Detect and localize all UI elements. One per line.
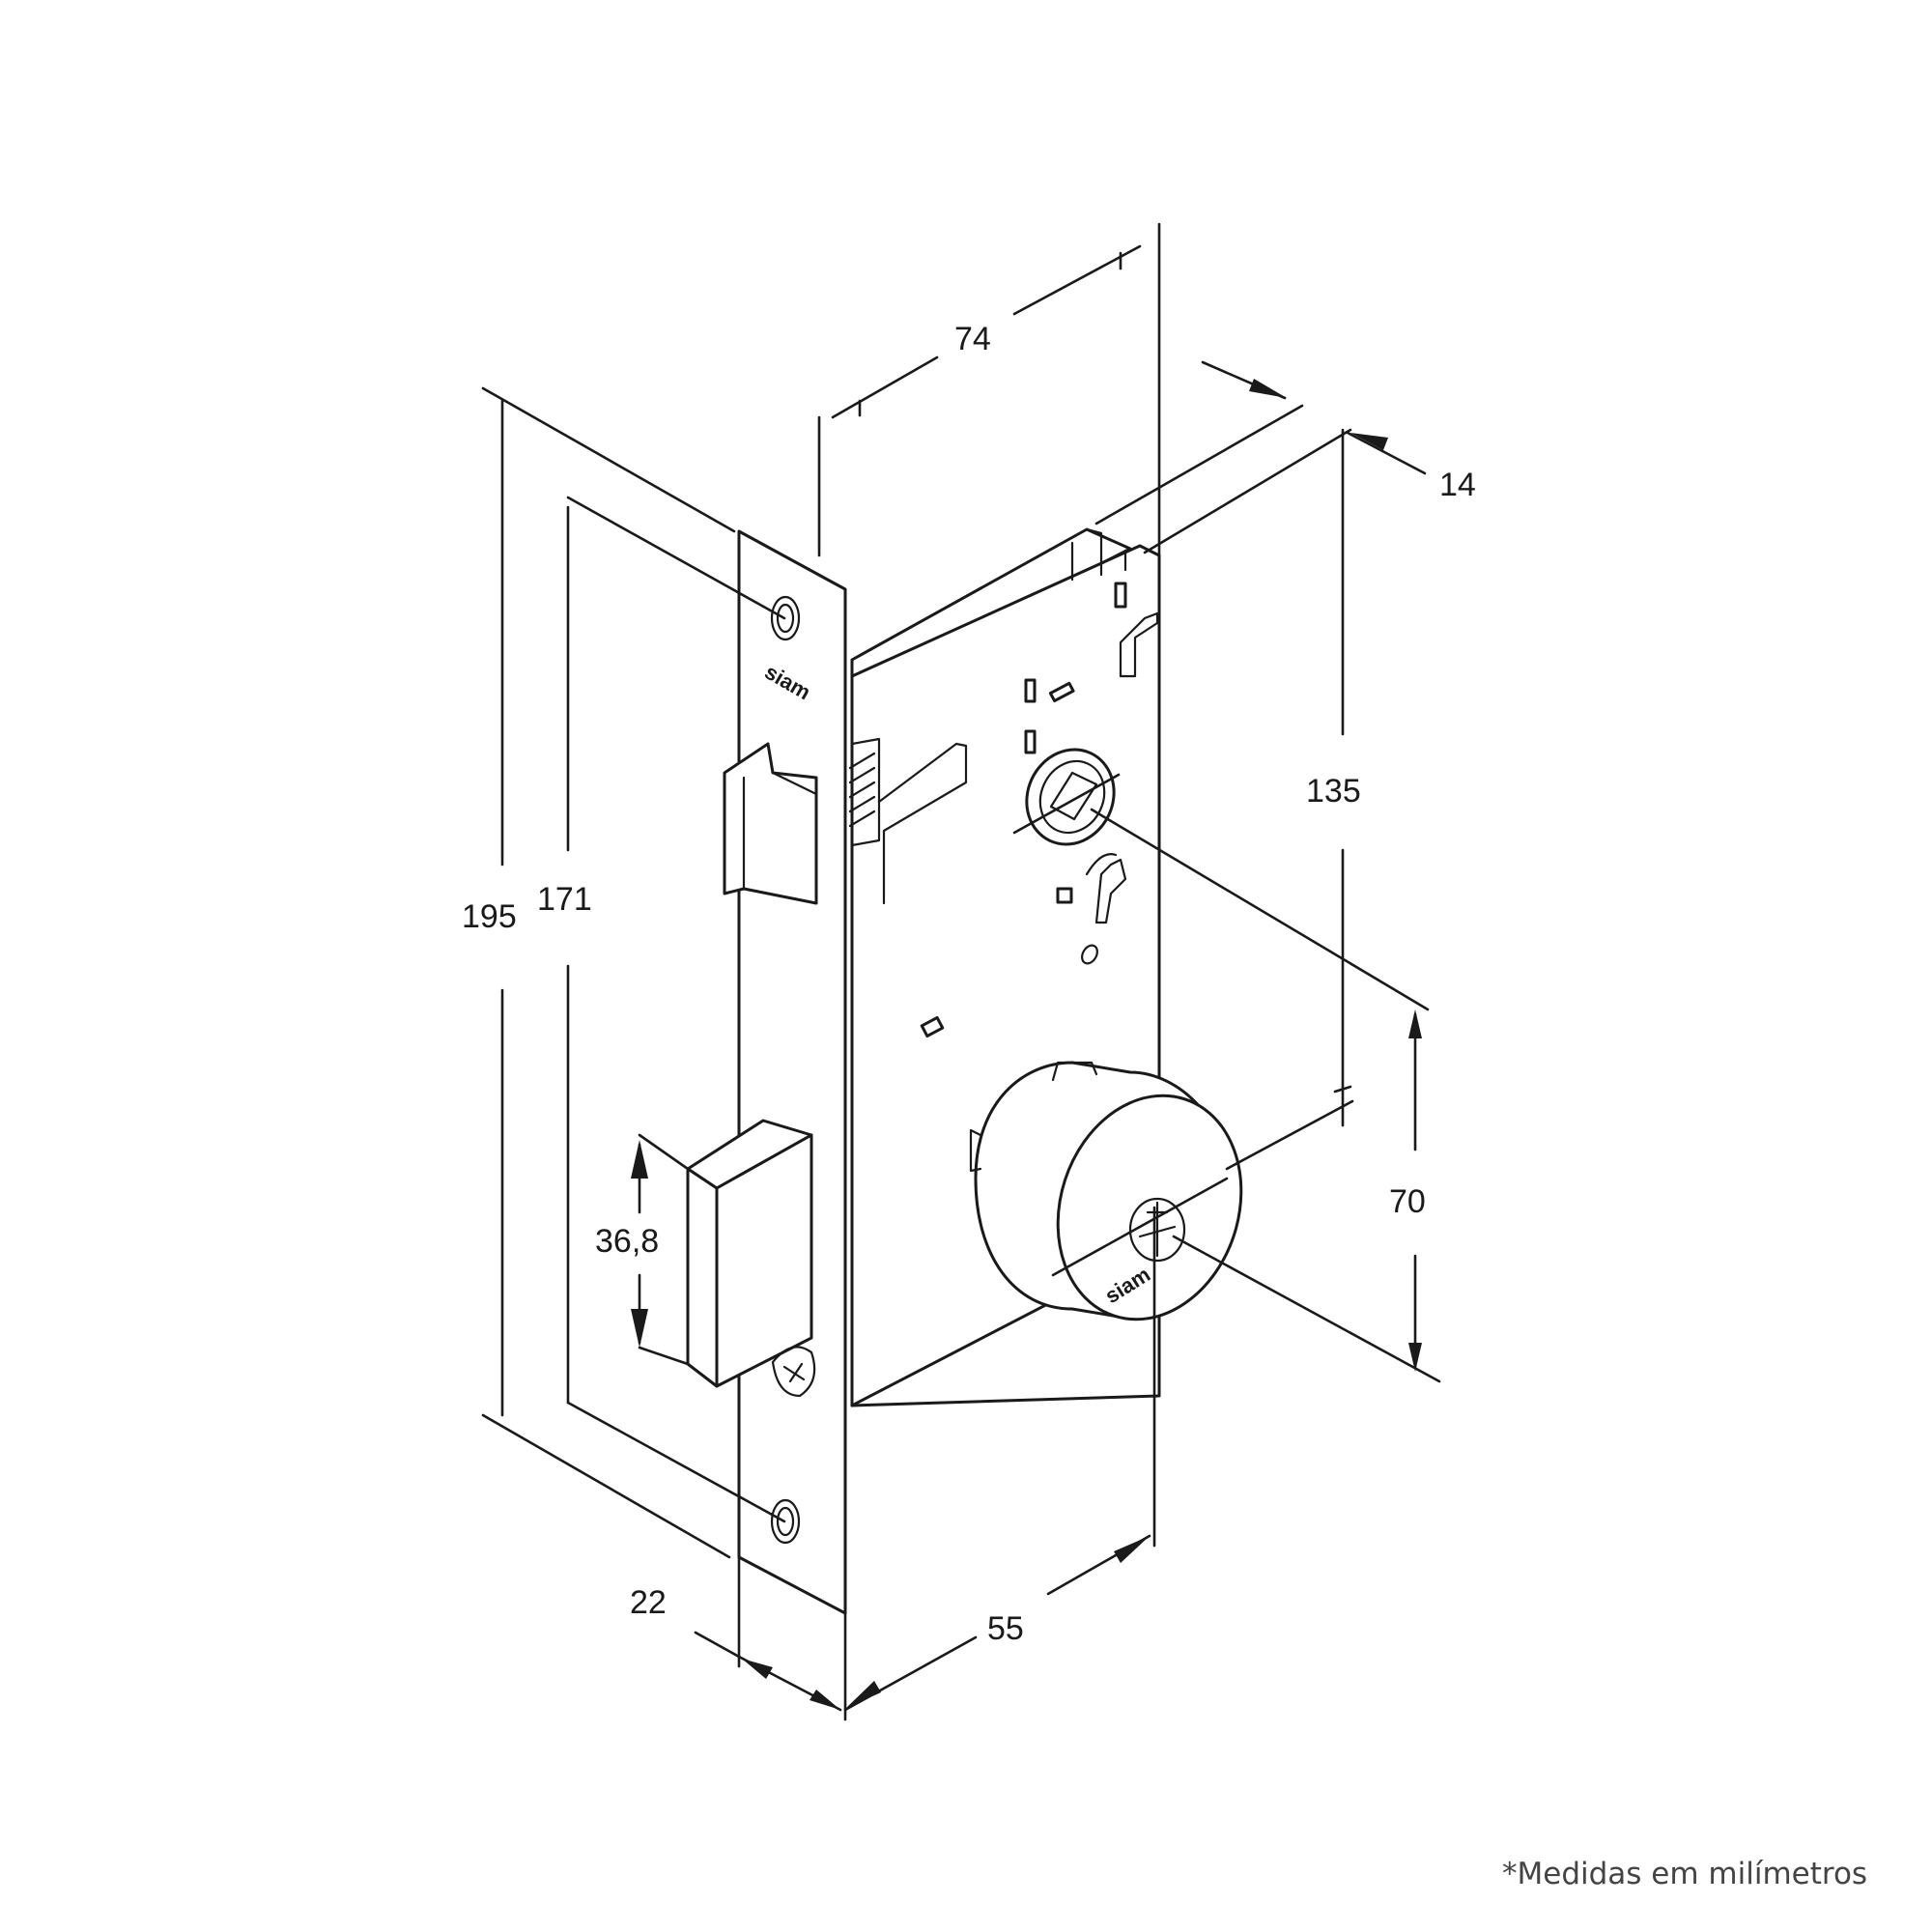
screw-hole-icon [770,1498,801,1545]
spindle-hub-icon [1012,748,1121,846]
deadbolt-side [715,1133,813,1388]
dim-case-depth: 74 [954,321,991,357]
latch-slider [877,742,968,905]
units-footnote: *Medidas em milímetros [1502,1857,1867,1891]
case-hook [1119,611,1159,678]
case-slot [1024,678,1037,703]
dim-backset: 55 [987,1610,1024,1647]
thumbturn-screw [771,1346,816,1398]
dim-overall-height: 195 [462,898,517,935]
dim-cylinder-offset: 70 [1389,1183,1426,1220]
dim-case-thickness: 14 [1439,467,1476,503]
case-slot [1056,887,1073,904]
latch-spring [848,737,881,847]
dim-handle-to-cylinder: 135 [1306,773,1361,810]
deadbolt-front [686,1167,719,1388]
cylinder-axis [1051,1177,1229,1277]
case-slot [1024,729,1037,754]
key-cylinder: siam [969,1061,1243,1321]
dimension-lines [481,222,1441,1721]
case-slot [1048,681,1075,703]
faceplate: siam [686,529,847,1615]
dim-deadbolt-height: 36,8 [595,1223,659,1260]
case-small-hole [1081,944,1098,965]
case-catch-lever [1085,853,1127,924]
case-slot [920,1015,945,1038]
case-top-flange [1070,527,1127,582]
case-slot [1114,582,1127,609]
screw-hole-icon [770,595,801,641]
dim-hole-spacing: 171 [537,881,592,918]
cylinder-face [1056,1094,1243,1321]
cylinder-tab [969,1061,1098,1173]
dim-faceplate-width: 22 [630,1584,667,1621]
